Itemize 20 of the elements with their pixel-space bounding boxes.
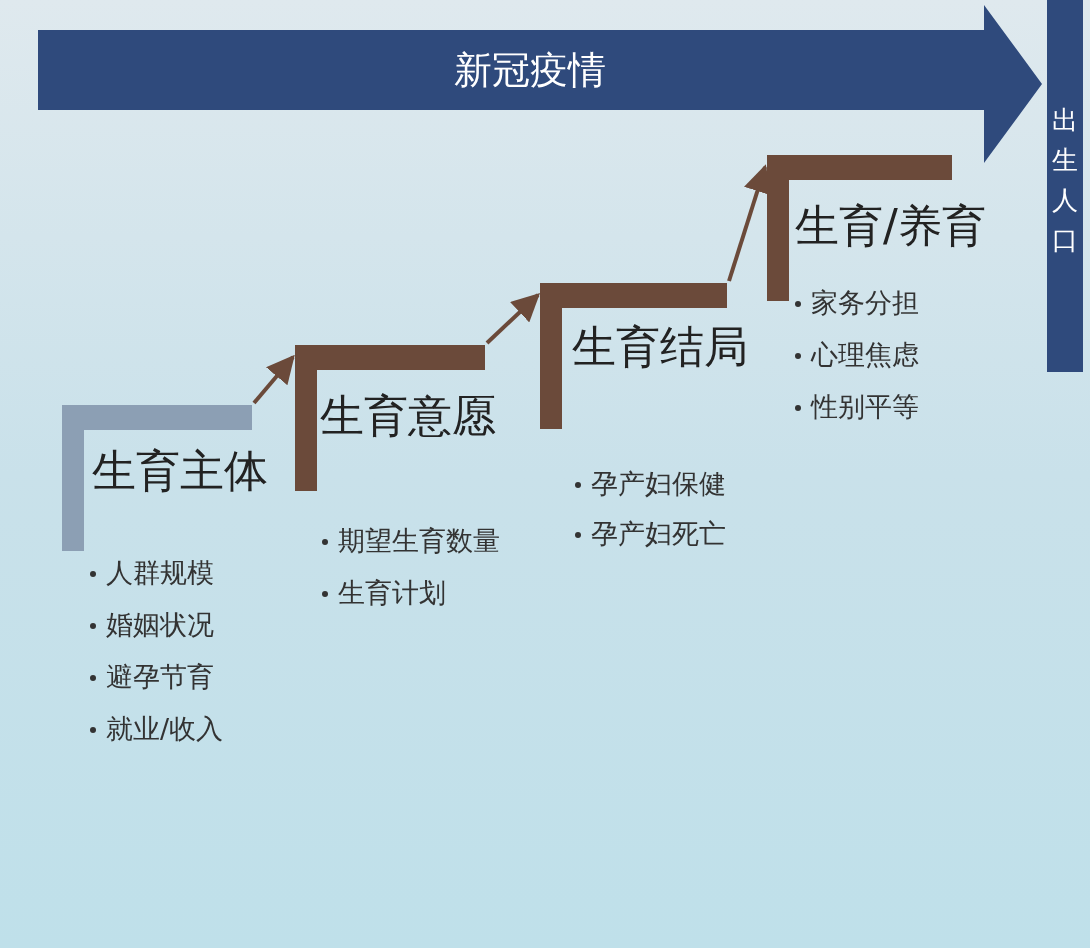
bullet-item: 孕产妇保健 [591,468,726,501]
bullet-item: 婚姻状况 [106,609,214,642]
bullet-item: 心理焦虑 [811,339,919,372]
arrow-label: 新冠疫情 [454,46,606,94]
bullet-item: 性别平等 [811,391,919,424]
arrow [485,293,541,345]
vertical-bar [1047,0,1083,372]
bullet-item: 期望生育数量 [338,525,500,558]
bar-label: 出生人口 [1052,104,1078,257]
step-heading: 生育/养育 [795,200,986,253]
bullet-item: 孕产妇死亡 [591,518,726,551]
arrow [252,354,295,405]
bullet-item: 避孕节育 [106,661,214,694]
bullet-item: 人群规模 [106,557,214,590]
step-heading: 生育意愿 [320,390,496,443]
step-heading: 生育主体 [92,445,268,498]
bullet-item: 家务分担 [811,287,919,320]
step-heading: 生育结局 [572,321,748,374]
bullet-item: 就业/收入 [106,713,224,746]
bullet-item: 生育计划 [338,577,446,610]
